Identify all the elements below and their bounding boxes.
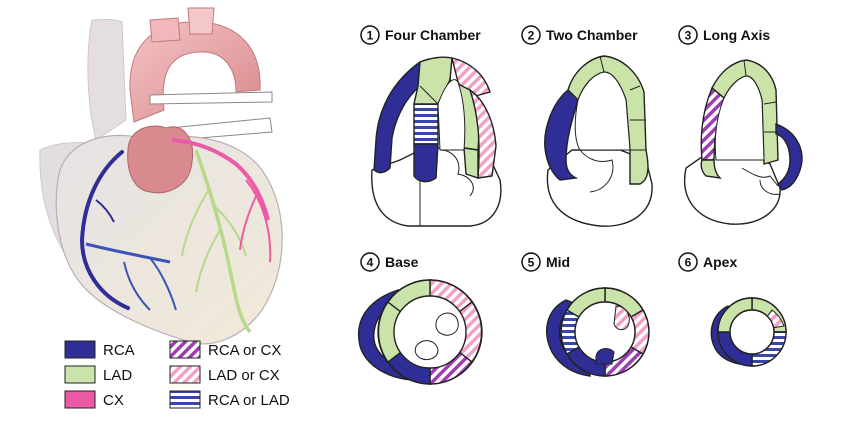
legend-swatch-lad [64,365,96,384]
view-title-apex: 6 Apex [678,252,737,272]
legend-swatch-lad-or-cx [169,365,201,384]
view-titles: 1 Four Chamber 2 Two Chamber 3 Long Axis… [360,25,770,272]
view-number-circle [360,252,380,272]
legend-label-rca: RCA [103,342,135,359]
view-number: 3 [685,29,692,43]
view-number: 2 [528,29,535,43]
mid-view [546,287,650,377]
view-number-circle [521,25,541,45]
view-number-circle [678,252,698,272]
heart-illustration [39,7,283,345]
base-view [358,279,483,385]
view-title: Base [385,254,419,270]
view-title-mid: 5 Mid [521,252,570,272]
four-chamber-view [371,56,502,227]
view-number: 5 [528,256,535,270]
legend-label-lad: LAD [103,367,132,384]
view-title: Two Chamber [546,27,638,43]
two-chamber-view [544,55,653,227]
view-number: 1 [367,29,374,43]
view-number-circle [521,252,541,272]
legend-swatch-rca-or-cx [169,340,201,359]
legend-label-cx: CX [103,392,124,409]
legend-swatch-cx [64,390,96,409]
view-title: Four Chamber [385,27,481,43]
view-title-four-chamber: 1 Four Chamber [360,25,481,45]
view-title: Mid [546,254,570,270]
view-number: 6 [685,256,692,270]
long-axis-view [684,59,803,225]
legend-swatch-rca [64,340,96,359]
legend-swatch-rca-or-lad [169,390,201,409]
view-title: Apex [703,254,737,270]
view-title: Long Axis [703,27,770,43]
legend-label-lad-or-cx: LAD or CX [208,367,280,384]
legend: RCA LAD CX RCA or CX LAD or CX RCA or LA… [64,340,290,409]
apex-view [710,297,787,367]
view-number-circle [678,25,698,45]
view-number-circle [360,25,380,45]
view-title-base: 4 Base [360,252,419,272]
legend-label-rca-or-lad: RCA or LAD [208,392,290,409]
view-number: 4 [367,256,374,270]
view-title-two-chamber: 2 Two Chamber [521,25,638,45]
legend-label-rca-or-cx: RCA or CX [208,342,281,359]
view-title-long-axis: 3 Long Axis [678,25,770,45]
